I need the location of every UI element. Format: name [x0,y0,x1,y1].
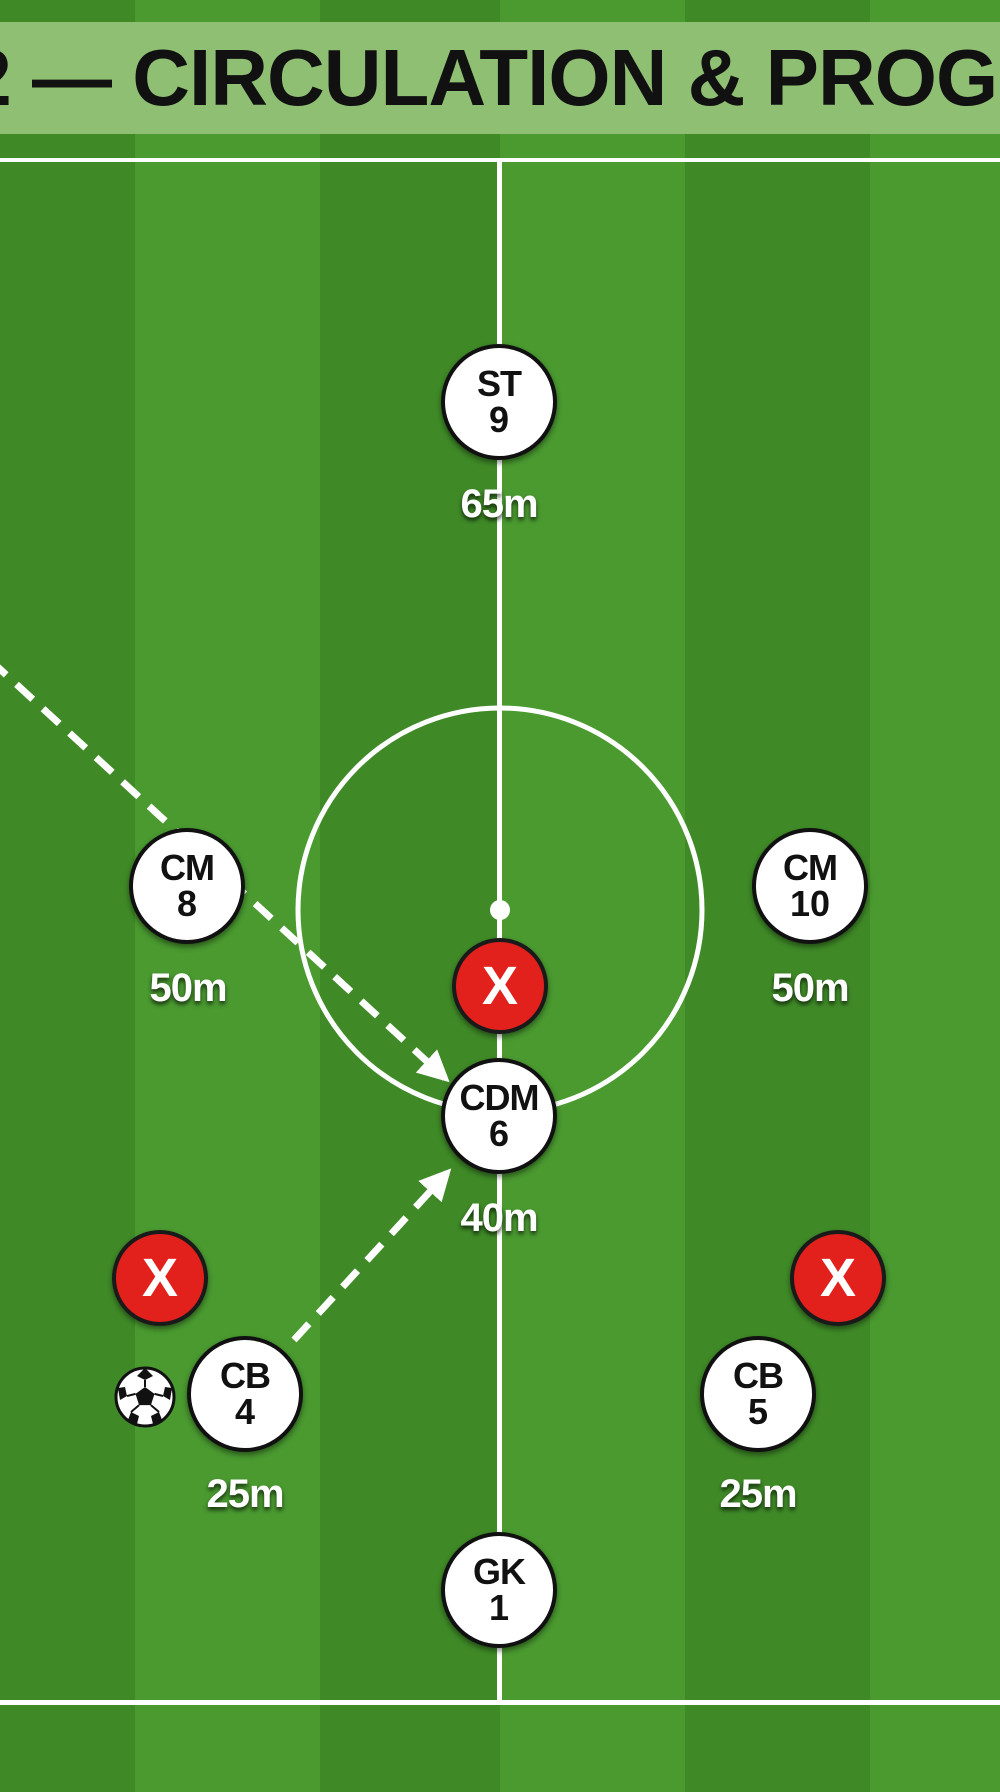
distance-label: 50m [771,966,849,1010]
player-cm-10[interactable]: CM 10 [752,828,868,944]
player-cm-8[interactable]: CM 8 [129,828,245,944]
player-number: 4 [234,1391,256,1432]
grass-stripe [870,0,1000,1792]
opponent-marker[interactable]: X [452,938,548,1034]
player-number: 9 [488,399,510,440]
player-number: 8 [176,883,198,924]
distance-label: 65m [460,482,538,526]
player-role: CM [160,847,215,888]
halfway-line [497,160,502,1702]
player-cdm-6[interactable]: CDM 6 [441,1058,557,1174]
player-number: 5 [747,1391,769,1432]
pass-arrow-cb4-to-cdm [291,1168,452,1343]
player-role: CB [220,1355,271,1396]
grass-stripe [500,0,685,1792]
distance-label: 50m [149,966,227,1010]
player-role: CB [733,1355,784,1396]
player-role: CDM [459,1077,540,1118]
player-role: CM [783,847,838,888]
player-gk-1[interactable]: GK 1 [441,1532,557,1648]
player-number: 10 [789,883,831,924]
distance-label: 25m [206,1472,284,1516]
soccer-ball-icon[interactable] [114,1366,176,1428]
title-banner: E 2 — CIRCULATION & PROGRE [0,22,1000,134]
player-role: ST [476,363,522,404]
distance-label: 25m [719,1472,797,1516]
player-st-9[interactable]: ST 9 [441,344,557,460]
center-spot [490,900,510,920]
player-cb-4[interactable]: CB 4 [187,1336,303,1452]
diagram-title: E 2 — CIRCULATION & PROGRE [0,33,1000,122]
opponent-marker[interactable]: X [112,1230,208,1326]
player-cb-5[interactable]: CB 5 [700,1336,816,1452]
opponent-marker[interactable]: X [790,1230,886,1326]
player-number: 1 [488,1587,510,1628]
player-role: GK [473,1551,526,1592]
distance-label: 40m [460,1196,538,1240]
player-number: 6 [488,1113,510,1154]
bottom-touchline [0,1700,1000,1705]
